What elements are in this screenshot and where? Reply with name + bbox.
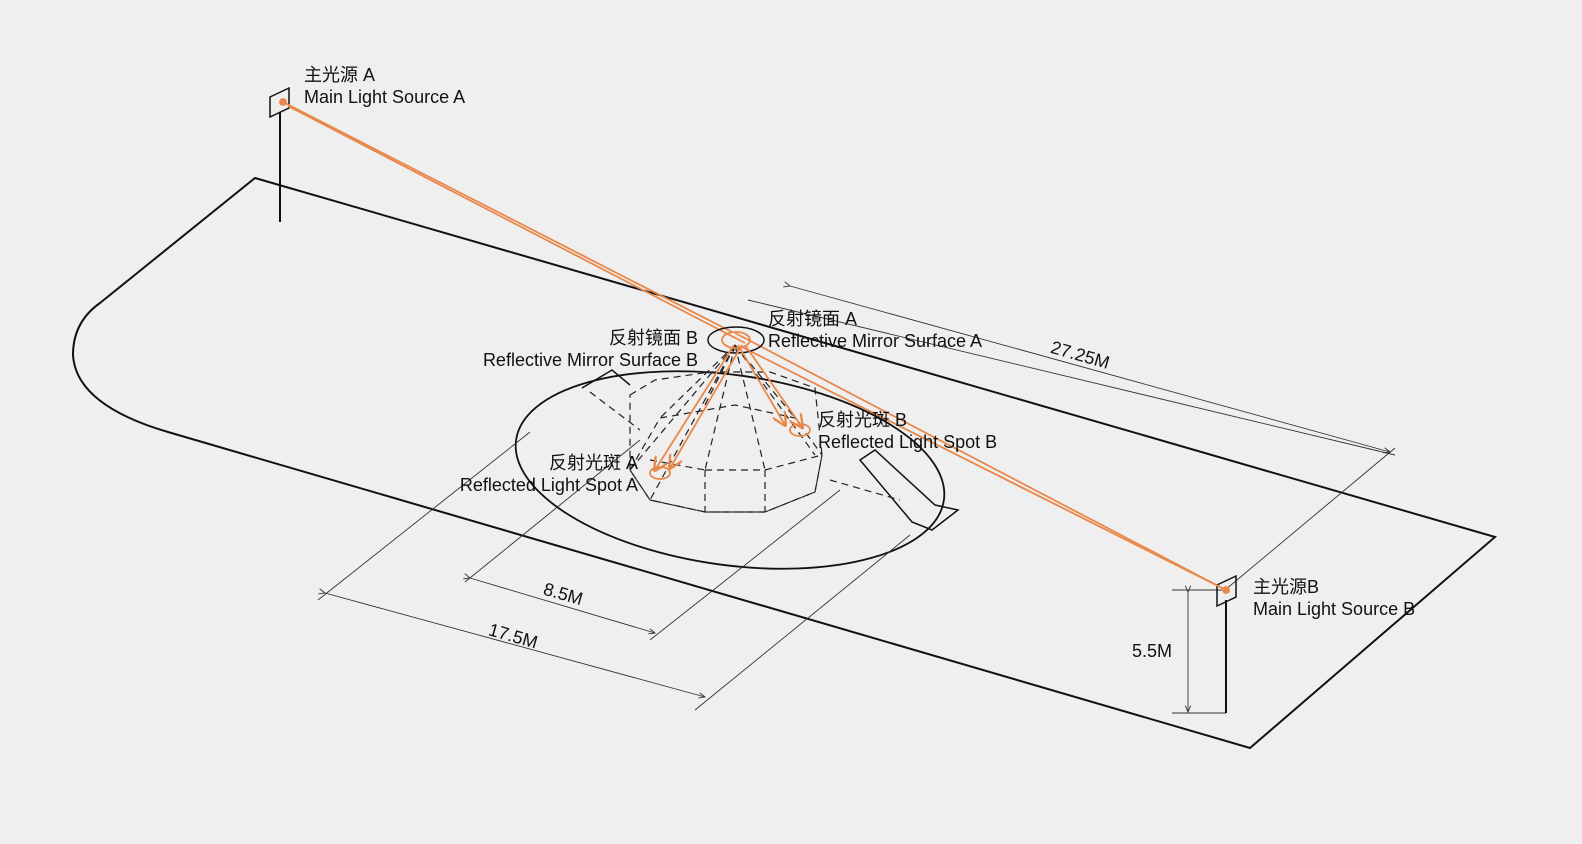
spot-a	[649, 466, 671, 480]
light-rays	[279, 98, 1230, 594]
mirror-b-label: 反射镜面 B Reflective Mirror Surface B	[483, 327, 698, 371]
spot-b-label: 反射光斑 B Reflected Light Spot B	[818, 409, 997, 453]
light-source-b	[1216, 574, 1237, 713]
mirror-b-en: Reflective Mirror Surface B	[482, 350, 698, 370]
source-b-cn: 主光源B	[1253, 577, 1320, 597]
mirror-b-cn: 反射镜面 B	[608, 328, 698, 348]
dimension-lines	[317, 286, 1396, 714]
mirror-a-cn: 反射镜面 A	[768, 309, 858, 329]
source-a-label: 主光源 A Main Light Source A	[304, 64, 465, 108]
mirror-outer	[707, 326, 765, 354]
ground-outline	[71, 176, 1498, 750]
mirror-a-label: 反射镜面 A Reflective Mirror Surface A	[768, 308, 982, 352]
spot-a-cn: 反射光斑 A	[548, 453, 638, 473]
platform-ellipse	[514, 370, 946, 570]
spot-b	[789, 423, 811, 437]
source-a-en: Main Light Source A	[304, 87, 466, 107]
spot-a-en: Reflected Light Spot A	[459, 475, 638, 495]
mirror-inner	[721, 331, 751, 349]
light-source-a	[269, 86, 290, 222]
ramp-left	[581, 369, 631, 389]
spot-a-label: 反射光斑 A Reflected Light Spot A	[460, 452, 638, 496]
dimension-height: 5.5M	[1132, 641, 1173, 661]
source-b-en: Main Light Source B	[1253, 599, 1416, 619]
source-a-cn: 主光源 A	[304, 65, 376, 85]
spot-b-cn: 反射光斑 B	[818, 410, 908, 430]
mirror-a-en: Reflective Mirror Surface A	[768, 331, 983, 351]
source-b-label: 主光源B Main Light Source B	[1253, 576, 1415, 620]
spot-b-en: Reflected Light Spot B	[818, 432, 998, 452]
